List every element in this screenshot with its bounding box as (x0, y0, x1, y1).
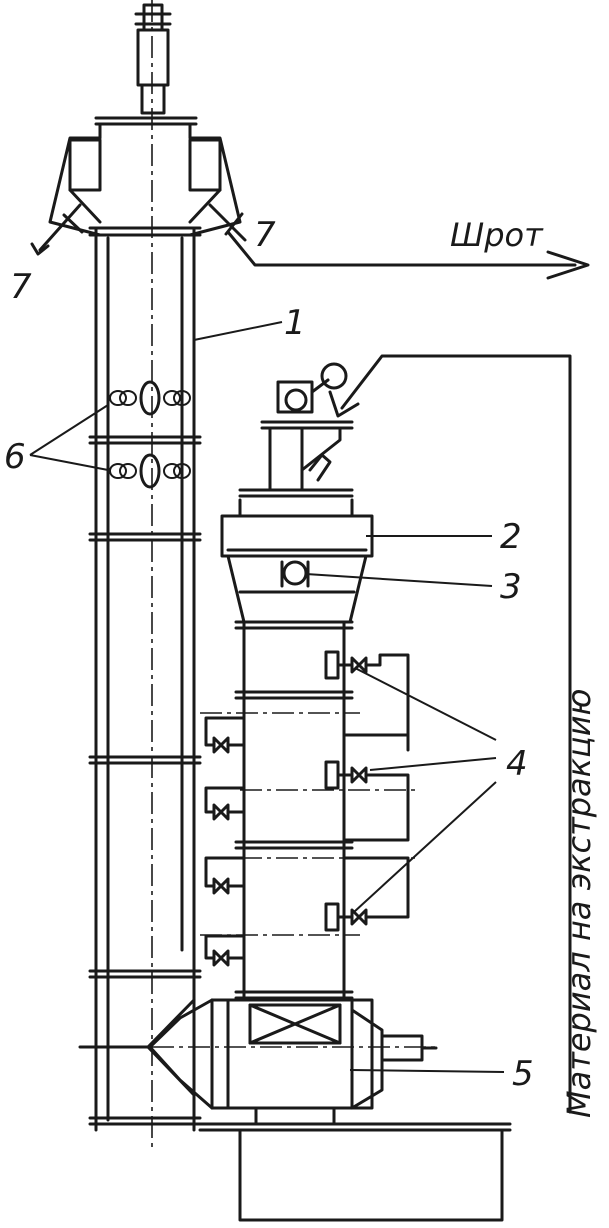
top-right-cone (188, 122, 242, 237)
feeder (238, 362, 354, 498)
leader-lines (29, 321, 505, 1073)
label-5: 5 (512, 1054, 534, 1094)
label-shrot: Шрот (450, 216, 544, 254)
column-flanges (88, 226, 202, 1126)
feeder-motor (276, 380, 314, 414)
foundation (238, 1128, 504, 1222)
label-material: Материал на экстракцию (560, 689, 598, 1118)
top-left-cone (48, 122, 102, 237)
label-4: 4 (506, 744, 528, 784)
label-2: 2 (500, 517, 522, 557)
sight-glasses (109, 380, 191, 489)
column-coupling (140, 83, 166, 115)
screw-housing (210, 998, 374, 1110)
label-1: 1 (284, 303, 306, 343)
outlet-left (38, 203, 82, 252)
column-drive-shaft (142, 3, 164, 32)
material-line (328, 354, 572, 1114)
label-6: 6 (4, 437, 26, 477)
shrot-line (226, 230, 590, 280)
apparatus-taper (226, 554, 368, 624)
inspection-hatch (282, 560, 308, 586)
bottom-screw (80, 998, 512, 1222)
extraction-column (30, 0, 247, 1150)
label-3: 3 (500, 567, 522, 607)
label-7-right: 7 (254, 215, 276, 255)
valves-left (204, 716, 246, 967)
label-7-left: 7 (10, 267, 32, 307)
column-drive (136, 28, 170, 87)
outlet-right (208, 203, 247, 242)
valves-right (324, 650, 410, 932)
